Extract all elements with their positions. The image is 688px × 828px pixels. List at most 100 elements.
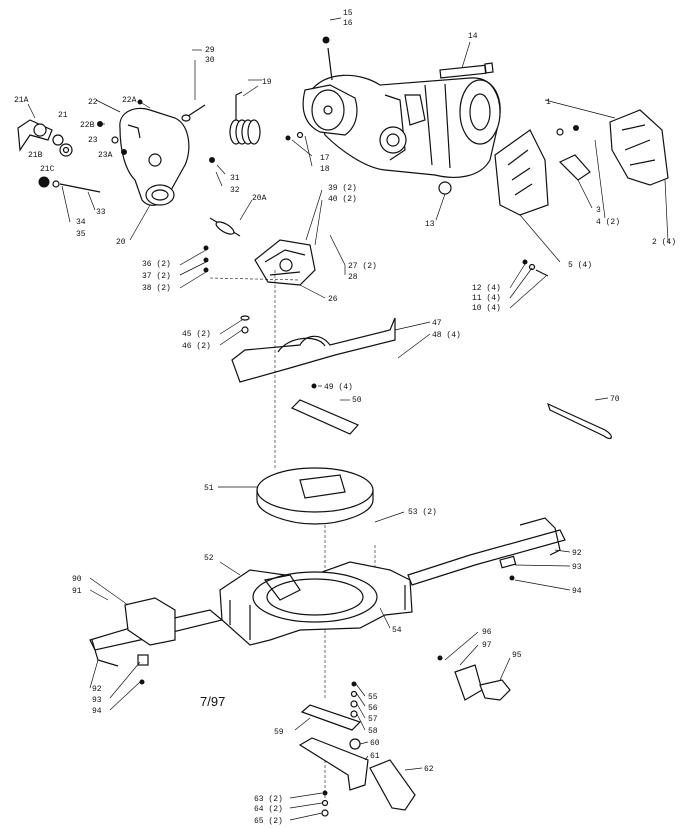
extension-right	[407, 517, 566, 586]
callout-29: 29	[205, 46, 215, 55]
spindle-20a	[209, 217, 241, 237]
callout-11: 11 (4)	[472, 294, 501, 303]
callout-53: 53 (2)	[408, 508, 437, 517]
callout-60: 60	[370, 739, 380, 748]
fence-hardware-right	[522, 259, 549, 277]
motor-housing	[302, 74, 501, 178]
motor-bolt-14	[439, 41, 494, 79]
callout-21: 21	[58, 111, 68, 120]
callout-92-left: 92	[92, 685, 102, 694]
callout-14: 14	[468, 32, 478, 41]
callout-15: 15	[343, 9, 353, 18]
callout-17: 17	[320, 154, 330, 163]
callout-48: 48 (4)	[432, 331, 461, 340]
callout-4: 4 (2)	[596, 218, 620, 227]
callout-36: 36 (2)	[142, 260, 171, 269]
callout-64: 64 (2)	[254, 805, 283, 814]
blade-cover-47	[231, 317, 396, 383]
callout-94-left: 94	[92, 707, 102, 716]
blade-guard-bracket	[438, 99, 669, 216]
leader-lines	[27, 49, 669, 821]
callout-22: 22	[88, 98, 98, 107]
callout-21c: 21C	[40, 165, 55, 174]
callout-18: 18	[320, 165, 330, 174]
callout-10: 10 (4)	[472, 304, 501, 313]
knob-34-35	[38, 176, 101, 193]
callout-50: 50	[352, 396, 362, 405]
callout-23: 23	[88, 136, 98, 145]
callout-62: 62	[424, 765, 434, 774]
callout-34: 34	[76, 218, 86, 227]
date-code: 7/97	[200, 694, 225, 709]
callout-26: 26	[328, 295, 338, 304]
callout-63: 63 (2)	[254, 795, 283, 804]
callout-16: 16	[343, 19, 353, 28]
callout-91: 91	[72, 587, 82, 596]
callout-93-right: 93	[572, 563, 582, 572]
callout-70: 70	[610, 395, 620, 404]
callout-90: 90	[72, 575, 82, 584]
callout-5: 5 (4)	[568, 261, 592, 270]
callout-35: 35	[76, 230, 86, 239]
callout-37: 37 (2)	[142, 272, 171, 281]
callout-13: 13	[425, 220, 435, 229]
callout-46: 46 (2)	[182, 342, 211, 351]
callout-40: 40 (2)	[328, 195, 357, 204]
lock-handle-21	[17, 119, 73, 157]
callout-95: 95	[512, 651, 522, 660]
callout-21b: 21B	[28, 151, 43, 160]
callout-97: 97	[482, 641, 492, 650]
bolt-45-46	[240, 315, 250, 334]
callout-45: 45 (2)	[182, 330, 211, 339]
callout-47: 47	[432, 319, 442, 328]
callout-19: 19	[262, 78, 272, 87]
locking-knob-95	[437, 655, 511, 701]
screw-15-16	[322, 17, 342, 81]
callout-55: 55	[368, 693, 378, 702]
callout-30: 30	[205, 56, 215, 65]
trunnion-bracket-26	[203, 239, 316, 286]
callout-57: 57	[368, 715, 378, 724]
callout-96: 96	[482, 628, 492, 637]
callout-61: 61	[370, 752, 380, 761]
callout-23a: 23A	[98, 151, 113, 160]
plate-50	[290, 383, 360, 435]
callout-1: 1	[546, 98, 551, 107]
callout-38: 38 (2)	[142, 284, 171, 293]
callout-20: 20	[116, 238, 126, 247]
callout-65: 65 (2)	[254, 817, 283, 826]
callout-22b: 22B	[80, 121, 95, 130]
callout-59: 59	[274, 728, 284, 737]
turntable-51	[256, 467, 374, 525]
callout-51: 51	[204, 484, 214, 493]
callout-94-right: 94	[572, 587, 582, 596]
callout-58: 58	[368, 727, 378, 736]
callout-2: 2 (4)	[652, 238, 676, 247]
callout-54: 54	[392, 626, 402, 635]
callout-31: 31	[230, 174, 240, 183]
pin-29-30	[181, 60, 206, 122]
callout-93-left: 93	[92, 696, 102, 705]
callout-92-right: 92	[572, 549, 582, 558]
callout-22a: 22A	[122, 96, 137, 105]
callout-52: 52	[204, 554, 214, 563]
hardware-55-58	[349, 681, 361, 750]
pivot-housing-20	[119, 107, 190, 241]
callout-3: 3	[596, 206, 601, 215]
callout-12: 12 (4)	[472, 284, 501, 293]
callout-labels: 15 16 14 29 30 19 21A 21 22 22A 22B 23 2…	[14, 9, 676, 826]
callout-49: 49 (4)	[324, 383, 353, 392]
callout-28: 28	[348, 273, 358, 282]
bracket-59	[300, 704, 362, 731]
wrench-70	[546, 402, 612, 440]
screws-63-65	[321, 790, 329, 817]
handle-grip-62	[369, 759, 416, 811]
callout-56: 56	[368, 704, 378, 713]
callout-20a: 20A	[252, 194, 267, 203]
callout-27: 27 (2)	[348, 262, 377, 271]
extension-left	[89, 597, 224, 685]
callout-32: 32	[230, 186, 240, 195]
callout-33: 33	[96, 208, 106, 217]
spring-19	[229, 85, 261, 145]
